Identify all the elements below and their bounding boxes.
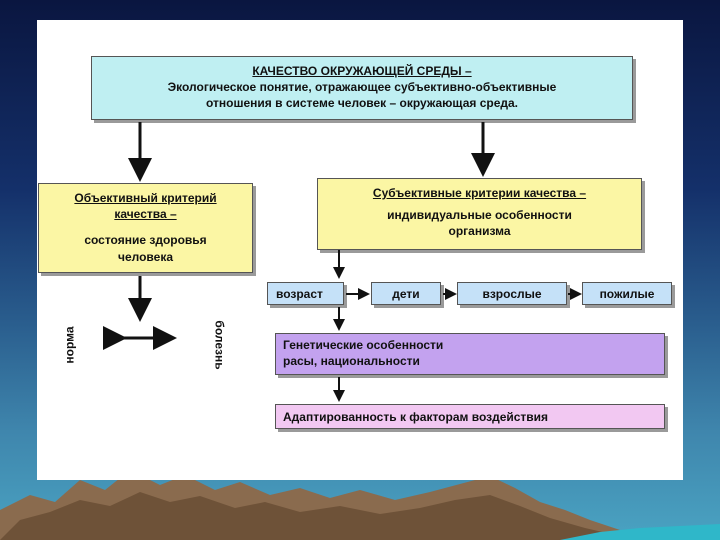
age-label-pozhilye: пожилые [599,287,655,301]
genetic-features-line-2: расы, национальности [283,354,420,369]
age-box-pozhilye: пожилые [582,282,672,305]
arrow-layer [103,122,582,402]
mountain-landscape [0,470,720,540]
subjective-criteria-text-2: организма [448,224,511,239]
objective-criterion-text-2: человека [117,249,173,264]
slide-canvas: КАЧЕСТВО ОКРУЖАЮЩЕЙ СРЕДЫ – Экологическо… [37,20,683,480]
adaptation-box: Адаптированность к факторам воздействия [275,404,665,429]
adaptation-text: Адаптированность к факторам воздействия [283,410,549,424]
objective-criterion-box: Объективный критерий качества – состояни… [38,183,253,273]
subjective-criteria-box: Субъективные критерии качества – индивид… [317,178,642,250]
objective-criterion-title-2: качества – [114,207,177,222]
definition-line-1: Экологическое понятие, отражающее субъек… [167,80,557,95]
age-label-vzroslye: взрослые [482,287,542,301]
age-label-deti: дети [392,287,420,301]
definition-line-2: отношения в системе человек – окружающая… [206,96,518,111]
age-box-vozrast: возраст [267,282,344,305]
age-box-deti: дети [371,282,441,305]
age-label-vozrast: возраст [276,287,323,301]
objective-criterion-text-1: состояние здоровья [84,233,207,248]
subjective-criteria-title: Субъективные критерии качества – [372,186,587,200]
objective-criterion-title-1: Объективный критерий [74,191,217,205]
environment-quality-title: КАЧЕСТВО ОКРУЖАЮЩЕЙ СРЕДЫ – [252,64,472,78]
genetic-features-line-1: Генетические особенности [283,338,444,352]
environment-quality-definition-box: КАЧЕСТВО ОКРУЖАЮЩЕЙ СРЕДЫ – Экологическо… [91,56,633,120]
age-box-vzroslye: взрослые [457,282,567,305]
subjective-criteria-text-1: индивидуальные особенности [387,208,572,223]
genetic-features-box: Генетические особенности расы, националь… [275,333,665,375]
